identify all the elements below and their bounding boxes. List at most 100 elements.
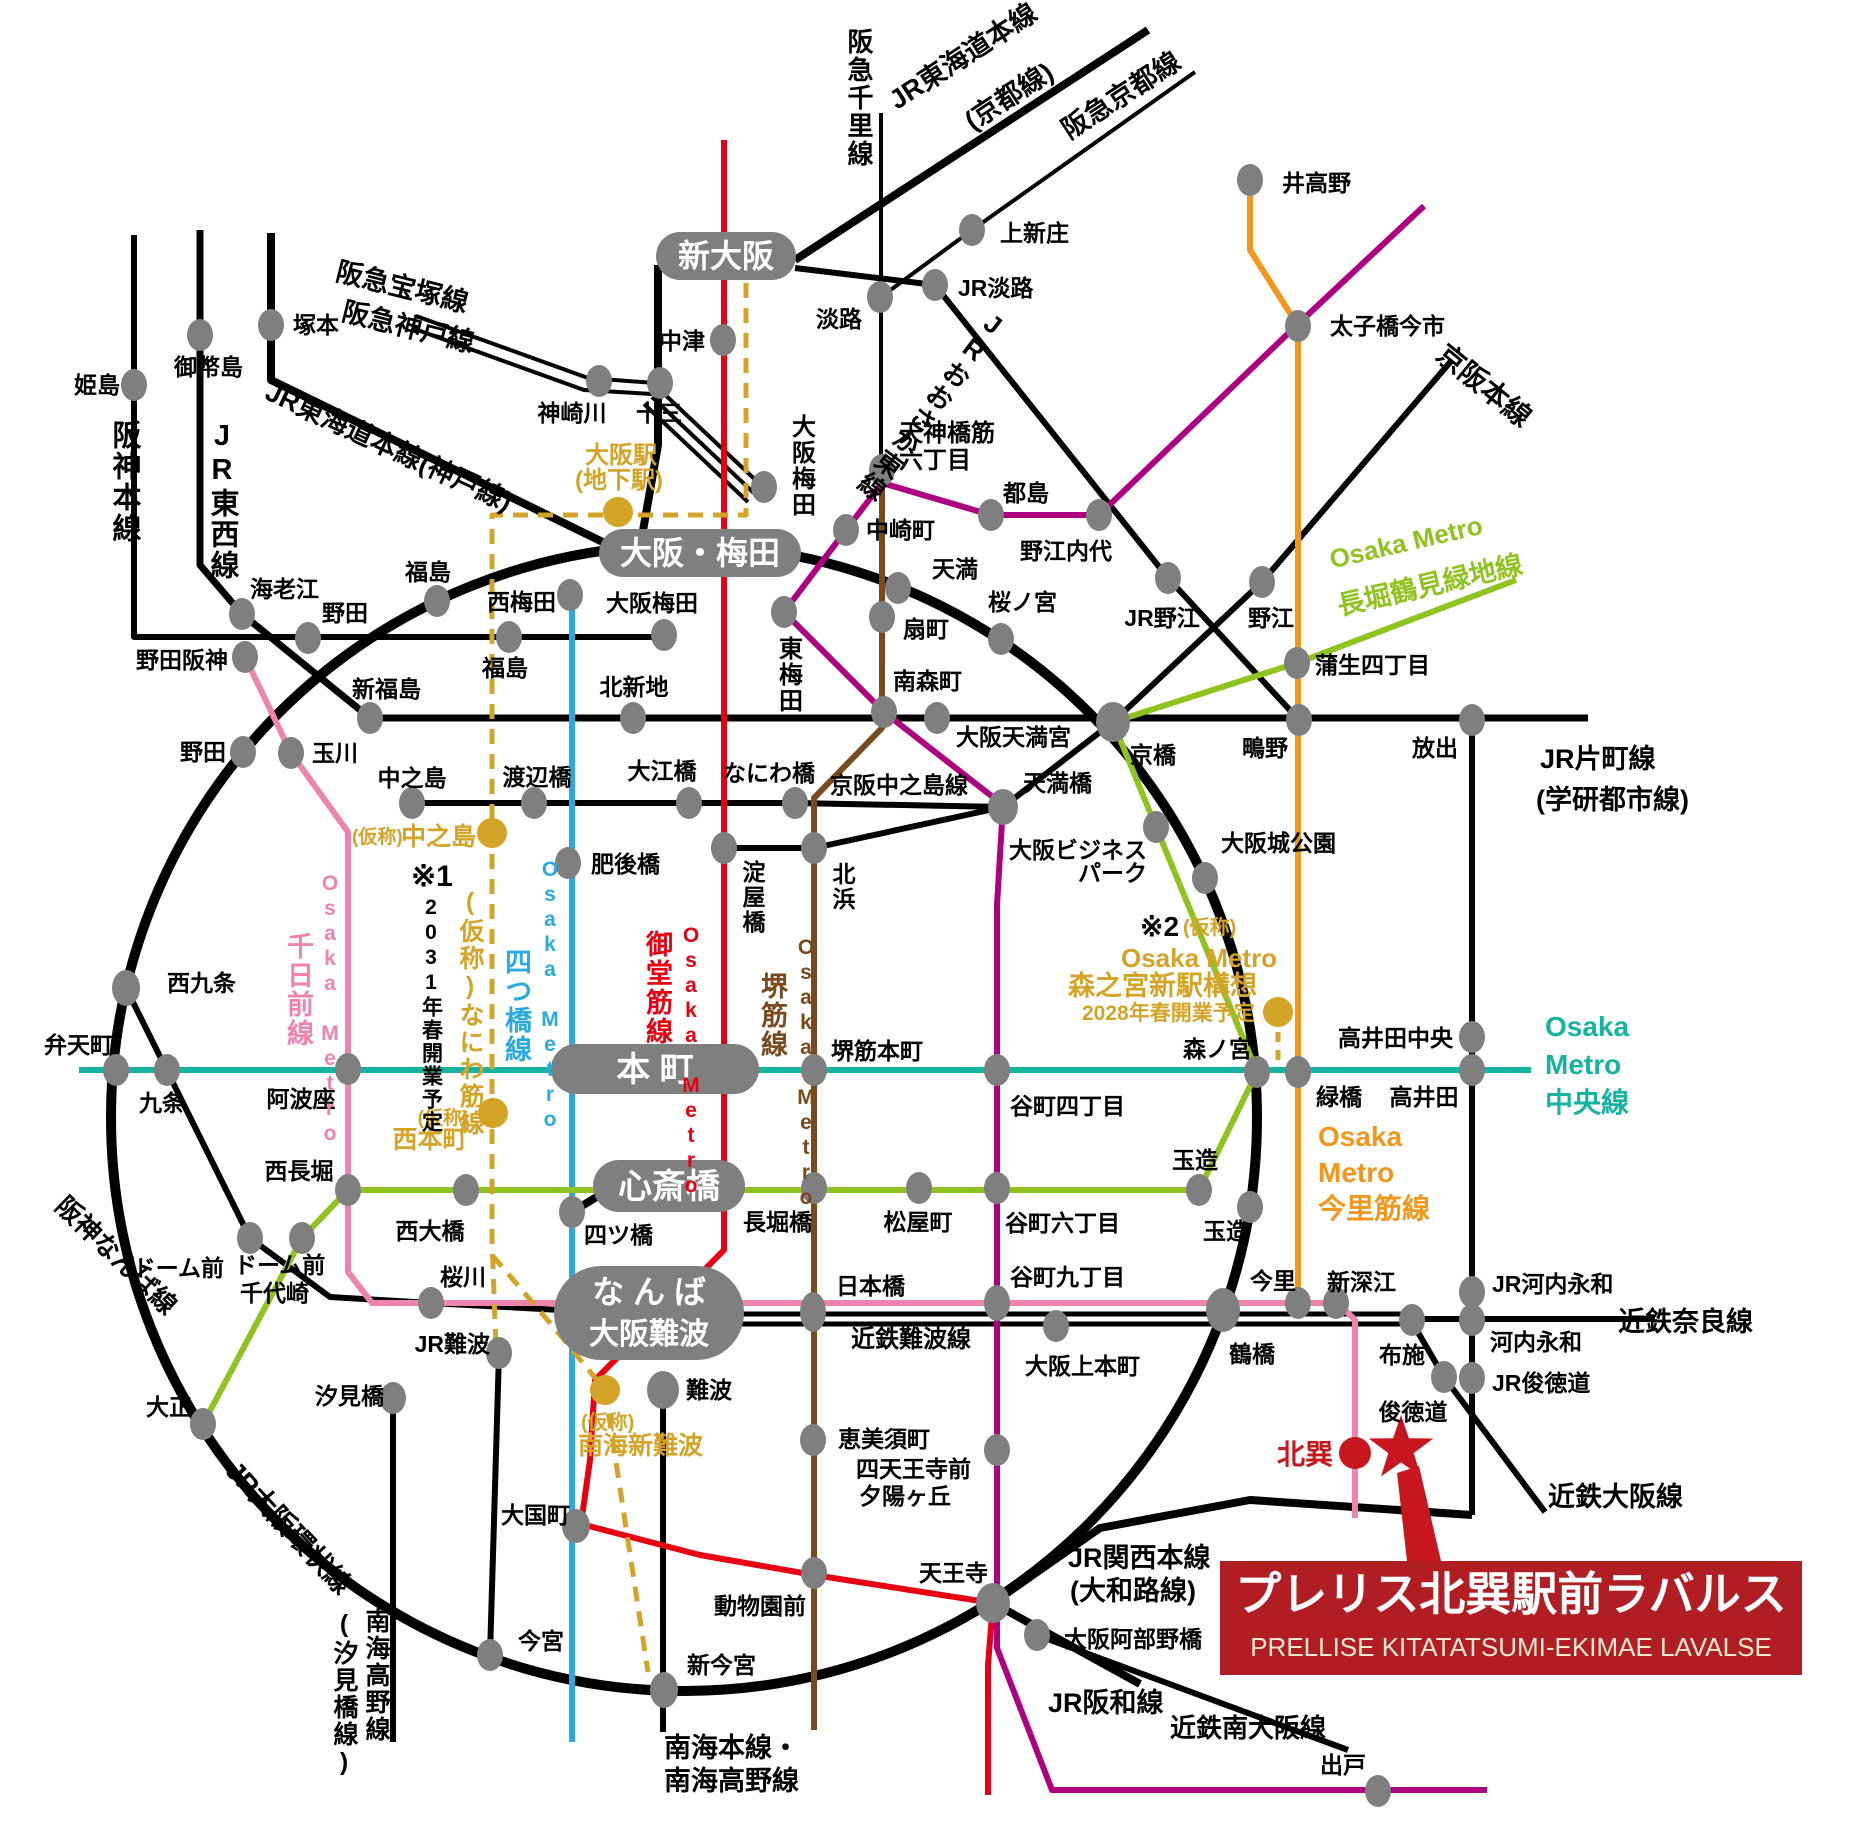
station-西梅田	[557, 579, 583, 611]
station-南森町	[871, 696, 897, 728]
label-(仮称)なにわ筋線: (仮称)なにわ筋線	[456, 888, 486, 1137]
station-野江内代	[1086, 499, 1112, 531]
label-西九条: 西九条	[167, 970, 236, 996]
station-野田(JR)	[230, 736, 256, 768]
label-福島: 福島	[404, 559, 451, 585]
station-姫島	[121, 369, 147, 401]
label-渡辺橋: 渡辺橋	[503, 764, 573, 790]
label-堺筋線: 堺筋線	[757, 972, 788, 1059]
label-阿波座: 阿波座	[267, 1086, 336, 1112]
station-中津	[710, 324, 736, 356]
label-パーク: パーク	[1078, 860, 1147, 886]
label-動物園前: 動物園前	[714, 1593, 806, 1619]
badge-label-なんば・大阪難波: な ん ば	[592, 1274, 706, 1310]
label-谷町四丁目: 谷町四丁目	[1010, 1093, 1125, 1119]
station-大阪梅田(阪急)	[751, 471, 777, 503]
label-Osaka: Osaka	[1545, 1011, 1629, 1042]
label-中津: 中津	[659, 328, 705, 354]
label-長堀橋: 長堀橋	[743, 1209, 813, 1235]
station-新深江	[1323, 1287, 1349, 1319]
label-森之宮新駅構想: 森之宮新駅構想	[1068, 970, 1257, 1001]
label-今宮: 今宮	[518, 1628, 564, 1654]
label-JR難波: JR難波	[415, 1331, 491, 1357]
station-鴫野	[1286, 704, 1312, 736]
station-松屋町	[906, 1172, 932, 1204]
station-大阪城公園	[1192, 862, 1218, 894]
station-玉川	[278, 737, 304, 769]
station-大阪阿部野橋	[1024, 1619, 1050, 1651]
station-桜川	[418, 1287, 444, 1319]
station-北浜	[801, 832, 827, 864]
label-大阪城公園: 大阪城公園	[1221, 830, 1336, 856]
label-天神橋筋: 天神橋筋	[899, 419, 995, 447]
station-北新地	[620, 702, 646, 734]
station-海老江	[229, 598, 255, 630]
station-野田(阪神)	[295, 622, 321, 654]
label-夕陽ヶ丘: 夕陽ヶ丘	[859, 1483, 951, 1509]
label-放出: 放出	[1411, 735, 1458, 761]
label-(仮称): (仮称)	[352, 825, 403, 848]
label-(仮称): (仮称)	[418, 1106, 469, 1129]
label-御堂筋線: 御堂筋線	[642, 930, 674, 1046]
station-高井田	[1459, 1054, 1485, 1086]
station-谷町九丁目	[984, 1285, 1010, 1321]
label-肥後橋: 肥後橋	[591, 851, 661, 877]
station-JR河内永和	[1459, 1276, 1485, 1308]
station-西九条	[112, 970, 140, 1006]
site-banner	[1220, 1561, 1802, 1675]
label-(仮称): (仮称)	[581, 1410, 634, 1434]
label-新今宮: 新今宮	[687, 1652, 756, 1678]
badge-label-本町: 本 町	[616, 1051, 693, 1089]
label-近鉄南大阪線: 近鉄南大阪線	[1170, 1713, 1326, 1743]
badge-なんば・大阪難波	[554, 1266, 744, 1360]
label-四ツ橋: 四ツ橋	[584, 1222, 654, 1248]
station-新福島	[357, 702, 383, 734]
label-新深江: 新深江	[1327, 1269, 1396, 1295]
site-banner-subtitle: PRELLISE KITATATSUMI-EKIMAE LAVALSE	[1250, 1632, 1772, 1662]
label-近鉄大阪線: 近鉄大阪線	[1548, 1481, 1683, 1512]
label-大阪梅田: 大阪梅田	[788, 414, 816, 518]
station-JR俊徳道	[1459, 1362, 1485, 1394]
label-谷町六丁目: 谷町六丁目	[1005, 1210, 1120, 1236]
label-(学研都市線): (学研都市線)	[1536, 784, 1689, 815]
label-中之島: 中之島	[401, 822, 476, 851]
label-鶴橋: 鶴橋	[1229, 1341, 1276, 1367]
label-西長堀: 西長堀	[265, 1158, 334, 1184]
label-(大和路線): (大和路線)	[1070, 1575, 1196, 1606]
line-京阪中之島線	[412, 800, 1004, 810]
label-南海本線・: 南海本線・	[664, 1732, 799, 1763]
label-野田: 野田	[322, 600, 368, 626]
line-Osaka Metro 堺筋線	[811, 470, 885, 1730]
station-扇町	[869, 601, 895, 633]
label-出戸: 出戸	[1320, 1752, 1366, 1778]
label-天王寺: 天王寺	[919, 1560, 988, 1586]
label-西大橋: 西大橋	[396, 1218, 466, 1244]
label-西本町: 西本町	[392, 1126, 467, 1154]
label-千日前線: 千日前線	[283, 932, 314, 1048]
station-JR野江	[1155, 562, 1181, 594]
station-神崎川	[586, 365, 612, 397]
station-太子橋今市	[1285, 310, 1311, 342]
label-京阪本線: 京阪本線	[1431, 338, 1538, 433]
label-JR淡路: JR淡路	[958, 275, 1034, 301]
label-桜ノ宮: 桜ノ宮	[988, 589, 1057, 615]
label-阪急京都線: 阪急京都線	[1056, 45, 1186, 145]
label-JR野江: JR野江	[1124, 605, 1199, 631]
line-JR東海道本線(京都線)	[792, 26, 1151, 264]
label-高井田: 高井田	[1390, 1084, 1459, 1110]
station-十三	[647, 367, 673, 399]
label-難波: 難波	[686, 1377, 733, 1403]
label-阪急千里線: 阪急千里線	[844, 28, 874, 168]
label-(仮称): (仮称)	[1183, 915, 1236, 939]
label-都島: 都島	[1002, 480, 1049, 506]
line-JR大和路線JR難波支線	[487, 1352, 502, 1656]
station-野江	[1249, 566, 1275, 598]
station-東梅田	[771, 596, 797, 628]
station-大阪梅田(阪神)	[651, 619, 677, 651]
callout-wedge	[1397, 1466, 1441, 1561]
label-近鉄奈良線: 近鉄奈良線	[1618, 1306, 1753, 1337]
label-JR東海道本線(神戸線): JR東海道本線(神戸線)	[261, 376, 517, 518]
label-Osaka Metro: Osaka Metro	[1121, 943, 1277, 973]
station-中之島	[399, 787, 425, 819]
